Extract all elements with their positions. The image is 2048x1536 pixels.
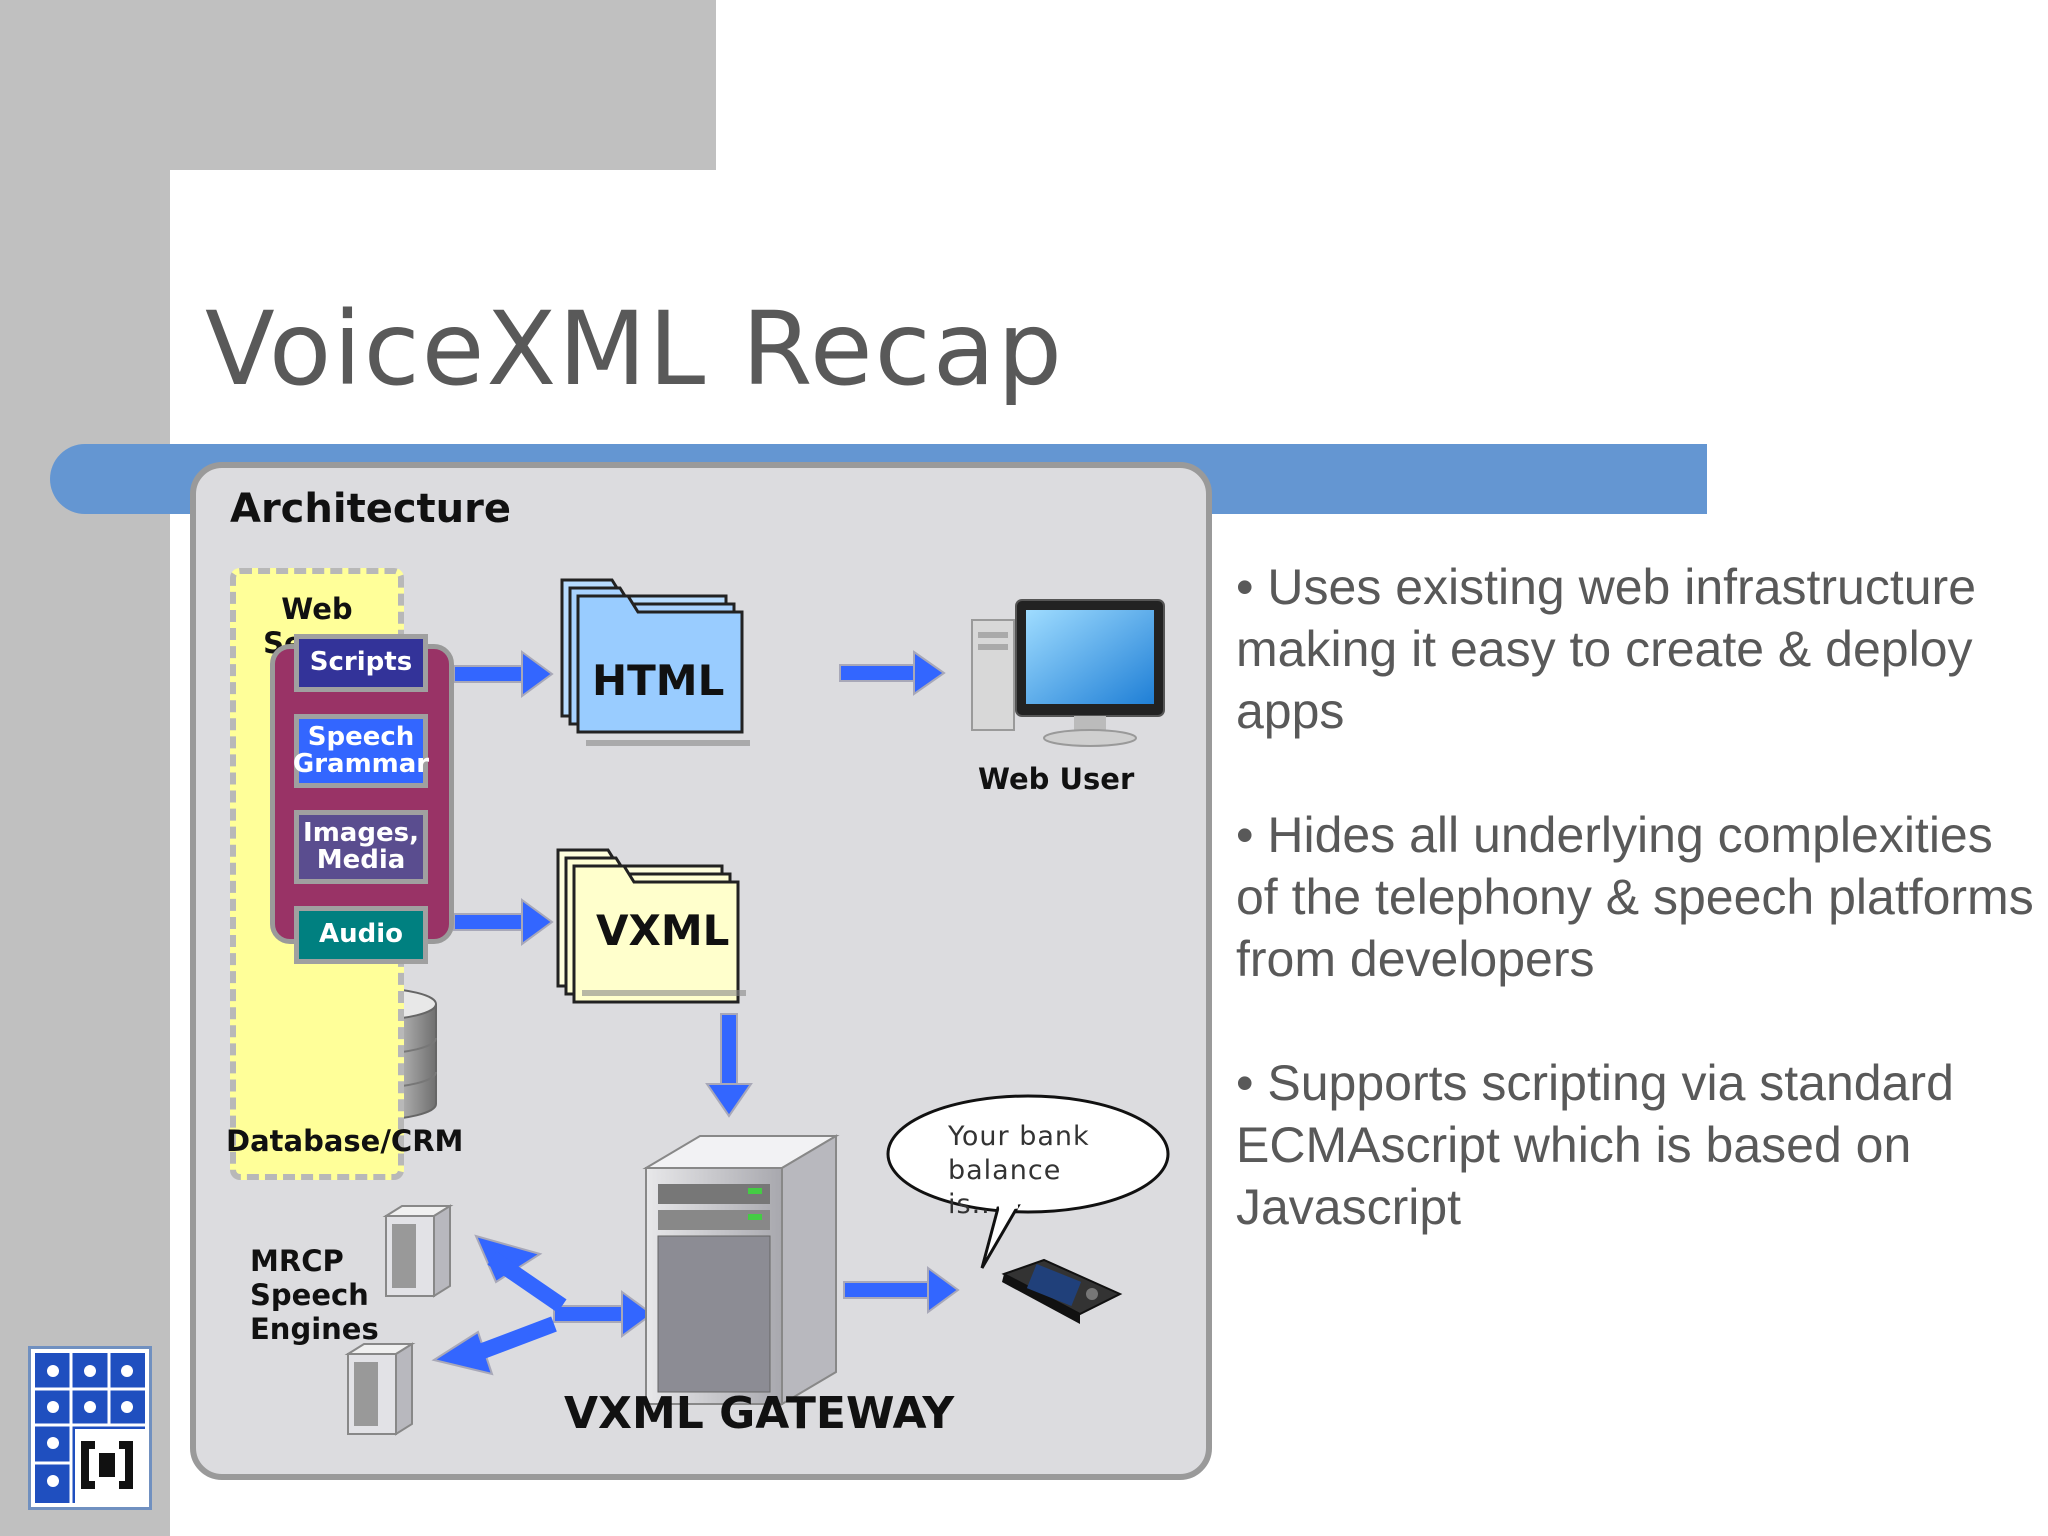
background-gray-left (0, 0, 170, 1536)
logo-icon (35, 1353, 145, 1503)
mrcp-label: MRCP Speech Engines (250, 1244, 379, 1346)
speech-line-2: balance (948, 1154, 1062, 1186)
arrow-to-html (453, 650, 554, 698)
gateway-label: VXML GATEWAY (564, 1388, 955, 1439)
images-media-line-2: Media (316, 845, 406, 875)
gateway-server-icon (642, 1134, 840, 1406)
computer-icon (971, 599, 1165, 747)
slide-title: VoiceXML Recap (205, 290, 1064, 409)
images-media-line-1: Images, (303, 817, 419, 848)
speech-grammar-line-2: Grammar (292, 749, 430, 779)
vxml-folder-icon (556, 848, 746, 1004)
arrows-gateway-mrcp (431, 1234, 654, 1376)
mrcp-line-3: Engines (250, 1312, 379, 1346)
mrcp-line-2: Speech (250, 1278, 369, 1312)
database-label: Database/CRM (226, 1124, 464, 1158)
company-logo (28, 1346, 152, 1510)
speech-line-1: Your bank (948, 1121, 1090, 1152)
audio-box: Audio (294, 906, 428, 964)
arrow-gateway-to-phone (843, 1266, 960, 1314)
vxml-label: VXML (596, 906, 730, 955)
html-folder-icon (560, 578, 750, 746)
mrcp-server-bottom-icon (344, 1342, 416, 1436)
speech-line-3: is.. (948, 1188, 991, 1220)
images-media-box: Images, Media (294, 810, 428, 884)
diagram-graphics (303, 578, 1170, 1436)
html-label: HTML (592, 656, 725, 705)
speech-grammar-line-1: Speech (307, 721, 415, 752)
speech-bubble (886, 1094, 1170, 1269)
bullet-item-hides-complexities: • Hides all underlying complexities of t… (1236, 807, 2034, 987)
bullet-item-scripting: • Supports scripting via standard ECMAsc… (1236, 1055, 1954, 1235)
architecture-heading: Architecture (230, 486, 511, 532)
arrow-to-vxml (453, 898, 554, 946)
architecture-diagram: Architecture Web Server Scripts Speech G… (190, 462, 1212, 1480)
phone-icon (1001, 1258, 1123, 1324)
scripts-box: Scripts (294, 634, 428, 692)
speech-grammar-box: Speech Grammar (292, 714, 430, 788)
web-user-label: Web User (978, 762, 1135, 796)
web-server-box: Web Server Scripts Speech Grammar Images… (226, 568, 463, 1180)
arrow-vxml-to-gateway (705, 1013, 753, 1118)
mrcp-server-top-icon (382, 1204, 454, 1298)
arrow-html-to-web-user (839, 650, 946, 696)
bullet-list: • Uses existing web infrastructure makin… (1236, 556, 2036, 1300)
speech-bubble-text: Your bank balance is.. (948, 1120, 1090, 1221)
bullet-item-web-infrastructure: • Uses existing web infrastructure makin… (1236, 559, 1977, 739)
mrcp-line-1: MRCP (250, 1244, 344, 1278)
